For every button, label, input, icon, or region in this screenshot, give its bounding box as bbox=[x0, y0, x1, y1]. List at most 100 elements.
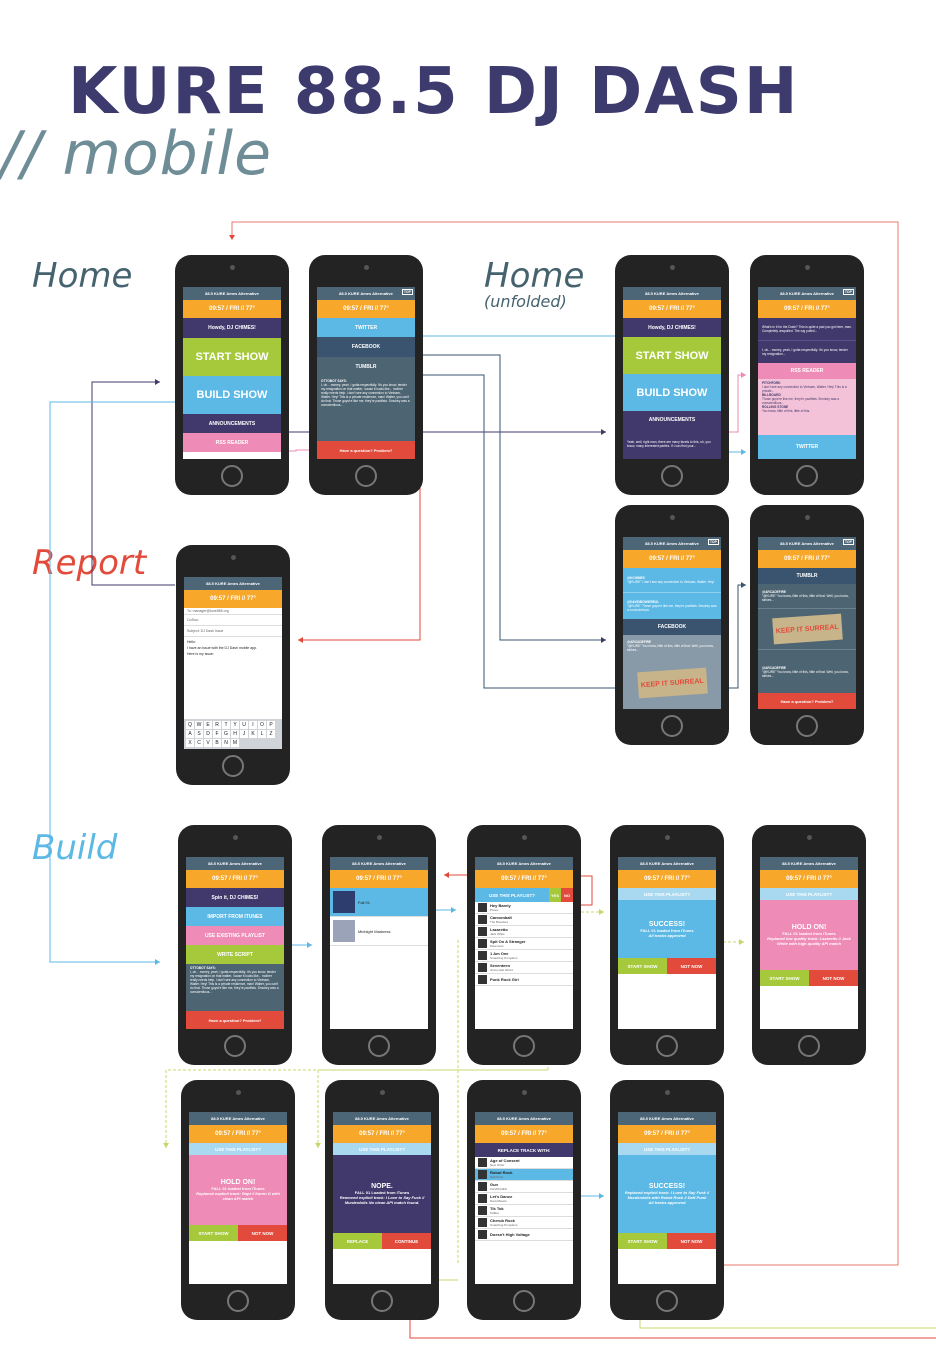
start-show-button[interactable]: START SHOW bbox=[189, 1225, 238, 1241]
keyboard-key[interactable]: V bbox=[204, 739, 212, 747]
feed-text: "@KURE" You know, little of this, little… bbox=[762, 594, 849, 602]
facebook-feed-item[interactable]: @ARCADEFIRE "@KURE" You know, little of … bbox=[623, 635, 721, 657]
question-button[interactable]: Have a question? Problem? bbox=[186, 1011, 284, 1029]
keyboard-key[interactable]: Q bbox=[186, 721, 194, 729]
keyboard-key[interactable]: G bbox=[222, 730, 230, 738]
keyboard-key[interactable]: S bbox=[195, 730, 203, 738]
question-button[interactable]: Have a question? Problem? bbox=[317, 441, 415, 459]
email-body[interactable]: Hello: I have an issue with the DJ Dash … bbox=[184, 637, 282, 719]
start-show-button[interactable]: START SHOW bbox=[183, 338, 281, 376]
not-now-button[interactable]: NOT NOW bbox=[238, 1225, 287, 1241]
keyboard-key[interactable]: R bbox=[213, 721, 221, 729]
keyboard-key[interactable]: A bbox=[186, 730, 194, 738]
tumblr-button[interactable]: TUMBLR bbox=[317, 357, 415, 377]
write-script-button[interactable]: WRITE SCRIPT bbox=[186, 945, 284, 964]
announcements-button[interactable]: ANNOUNCEMENTS bbox=[183, 414, 281, 433]
not-now-button[interactable]: NOT NOW bbox=[667, 1233, 716, 1249]
keyboard-key[interactable]: E bbox=[204, 721, 212, 729]
rss-reader-button[interactable]: RSS READER bbox=[758, 363, 856, 379]
keyboard-key[interactable]: W bbox=[195, 721, 203, 729]
twitter-button[interactable]: TWITTER bbox=[758, 435, 856, 459]
tumblr-button[interactable]: TUMBLR bbox=[758, 568, 856, 584]
album-art bbox=[478, 1206, 487, 1215]
build-show-button[interactable]: BUILD SHOW bbox=[623, 374, 721, 411]
feed-rolling-stone[interactable]: ROLLING STONE bbox=[762, 405, 789, 409]
keyboard-key[interactable]: B bbox=[213, 739, 221, 747]
keyboard-key[interactable]: Z bbox=[267, 730, 275, 738]
keyboard-key[interactable]: P bbox=[267, 721, 275, 729]
rss-reader-button[interactable]: RSS READER bbox=[183, 433, 281, 452]
album-art bbox=[478, 963, 487, 972]
start-show-button[interactable]: START SHOW bbox=[618, 1233, 667, 1249]
tumblr-feed-item[interactable]: @ARCADEFIRE "@KURE" You know, little of … bbox=[758, 649, 856, 693]
rss-item[interactable]: I, uh... money, yeah, I gotta respectful… bbox=[758, 340, 856, 363]
feed-billboard[interactable]: BILLBOARD bbox=[762, 393, 781, 397]
announcements-button[interactable]: ANNOUNCEMENTS bbox=[623, 411, 721, 428]
keyboard-key[interactable]: H bbox=[231, 730, 239, 738]
phone-home-unfolded: 88.5 KURE Ames Alternative 09:57 / FRI /… bbox=[615, 255, 729, 495]
no-button[interactable]: NO bbox=[561, 888, 573, 902]
top-button[interactable]: TOP bbox=[842, 289, 854, 295]
keyboard-key[interactable]: Y bbox=[231, 721, 239, 729]
twitter-feed-item[interactable]: @DAVIDBOWIEREAL "@KURE" These guys're li… bbox=[623, 592, 721, 619]
top-button[interactable]: TOP bbox=[707, 539, 719, 545]
playlist-item-fall01[interactable]: Fall 01 bbox=[330, 888, 428, 917]
twitter-feed-item[interactable]: @KCHIMES "@KURE" I don't see any connect… bbox=[623, 568, 721, 592]
track-row[interactable]: Doesn't High Voltage bbox=[475, 1229, 573, 1241]
not-now-button[interactable]: NOT NOW bbox=[667, 958, 716, 974]
track-row[interactable]: Punk Rock Girl bbox=[475, 974, 573, 986]
keyboard-key[interactable]: M bbox=[231, 739, 239, 747]
keyboard-key[interactable]: T bbox=[222, 721, 230, 729]
start-show-button[interactable]: START SHOW bbox=[618, 958, 667, 974]
playlist-item-midnight[interactable]: Midnight Madness bbox=[330, 917, 428, 946]
start-show-button[interactable]: START SHOW bbox=[623, 337, 721, 374]
replace-button[interactable]: REPLACE bbox=[333, 1233, 382, 1249]
not-now-button[interactable]: NOT NOW bbox=[809, 970, 858, 986]
email-to-field[interactable]: To: manager@kure885.org bbox=[184, 608, 282, 615]
start-show-button[interactable]: START SHOW bbox=[760, 970, 809, 986]
keyboard-key[interactable]: J bbox=[240, 730, 248, 738]
keyboard-key[interactable]: U bbox=[240, 721, 248, 729]
keyboard-key[interactable]: N bbox=[222, 739, 230, 747]
keyboard-key[interactable]: X bbox=[186, 739, 194, 747]
keyboard-key[interactable]: L bbox=[258, 730, 266, 738]
tumblr-feed-item[interactable]: @ARCADEFIRE "@KURE" You know, little of … bbox=[758, 584, 856, 608]
keyboard-key[interactable]: I bbox=[249, 721, 257, 729]
keyboard-key[interactable]: F bbox=[213, 730, 221, 738]
keyboard-key[interactable]: C bbox=[195, 739, 203, 747]
email-subject-field[interactable]: Subject: DJ Dash Issue bbox=[184, 626, 282, 637]
keyboard-key[interactable]: K bbox=[249, 730, 257, 738]
feed-pitchfork[interactable]: PITCHFORK bbox=[762, 381, 781, 385]
import-itunes-button[interactable]: IMPORT FROM ITUNES bbox=[186, 907, 284, 926]
facebook-button[interactable]: FACEBOOK bbox=[317, 337, 415, 357]
use-playlist-button[interactable]: USE EXISTING PLAYLIST bbox=[186, 926, 284, 945]
keyboard-key[interactable]: D bbox=[204, 730, 212, 738]
build-show-button[interactable]: BUILD SHOW bbox=[183, 376, 281, 414]
album-art bbox=[478, 915, 487, 924]
rss-item[interactable]: What's in it for the Dude? This is quite… bbox=[758, 318, 856, 340]
use-playlist-question: USE THIS PLAYLIST? bbox=[333, 1143, 431, 1155]
use-playlist-question: USE THIS PLAYLIST? bbox=[189, 1143, 287, 1155]
top-button[interactable]: TOP bbox=[401, 289, 413, 295]
email-cc-field[interactable]: Cc/Bcc: bbox=[184, 615, 282, 626]
feed-text: "@KURE" I don't see any connection to Vi… bbox=[627, 580, 715, 584]
continue-button[interactable]: CONTINUE bbox=[382, 1233, 431, 1249]
facebook-button[interactable]: FACEBOOK bbox=[623, 619, 721, 635]
yes-button[interactable]: YES bbox=[549, 888, 561, 902]
twitter-button[interactable]: TWITTER bbox=[317, 318, 415, 337]
top-button[interactable]: TOP bbox=[842, 539, 854, 545]
question-button[interactable]: Have a question? Problem? bbox=[758, 693, 856, 709]
keyboard-key[interactable]: O bbox=[258, 721, 266, 729]
